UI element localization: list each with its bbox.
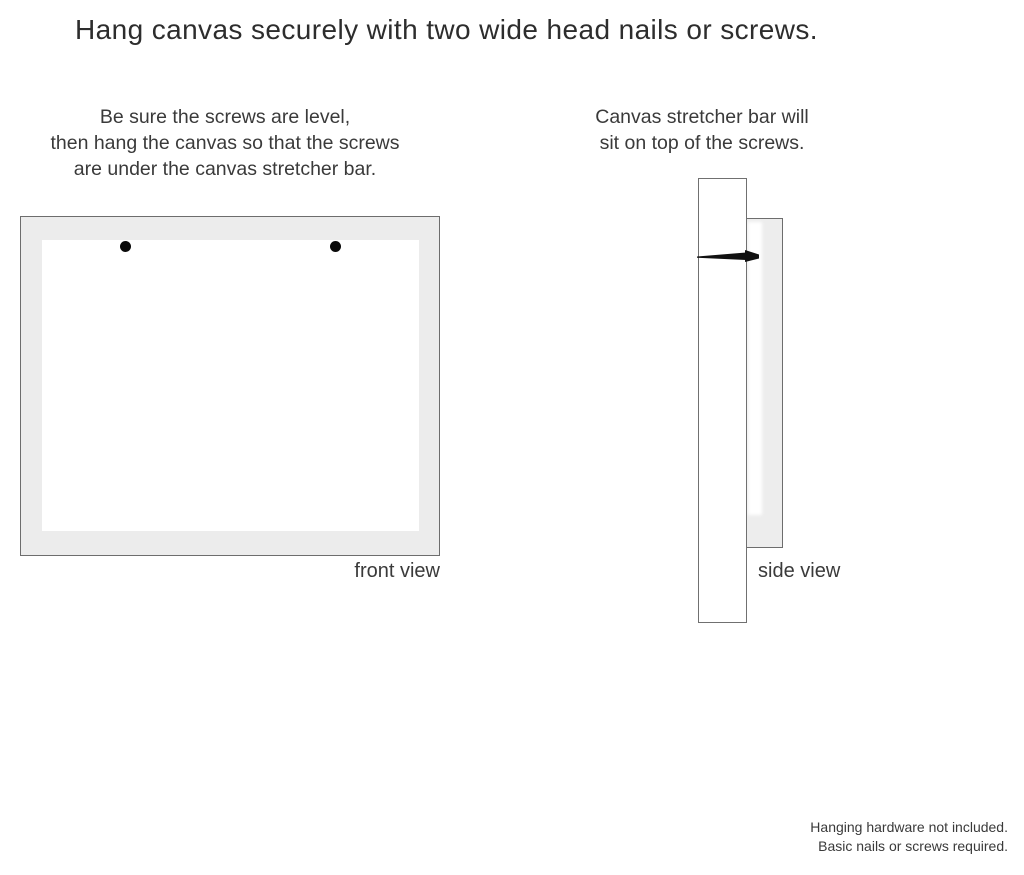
side-view-stretcher-bar: [698, 178, 747, 623]
front-view-canvas: [20, 216, 440, 556]
side-view-instruction: Canvas stretcher bar will sit on top of …: [562, 104, 842, 156]
screw-dot-left: [120, 241, 131, 252]
side-view-label: side view: [758, 560, 841, 582]
front-view-canvas-inner: [41, 239, 419, 531]
page-title: Hang canvas securely with two wide head …: [75, 14, 818, 45]
nail-shaft: [697, 252, 746, 260]
instruction-line: then hang the canvas so that the screws: [50, 132, 400, 154]
screw-dot-right: [330, 241, 341, 252]
front-view-label: front view: [354, 560, 440, 582]
front-view-instruction: Be sure the screws are level, then hang …: [25, 104, 425, 182]
footnote-line: Basic nails or screws required.: [818, 837, 1008, 854]
instruction-line: sit on top of the screws.: [599, 132, 805, 154]
instruction-line: Canvas stretcher bar will: [595, 106, 809, 128]
nail-icon: [697, 250, 759, 262]
instruction-line: Be sure the screws are level,: [99, 106, 351, 128]
instruction-line: are under the canvas stretcher bar.: [73, 158, 377, 180]
side-view-canvas: [745, 218, 783, 548]
footnote-line: Hanging hardware not included.: [810, 819, 1008, 835]
side-view-canvas-inner: [748, 222, 762, 515]
nail-head: [745, 250, 759, 262]
hardware-footnote: Hanging hardware not included. Basic nai…: [810, 818, 1008, 855]
